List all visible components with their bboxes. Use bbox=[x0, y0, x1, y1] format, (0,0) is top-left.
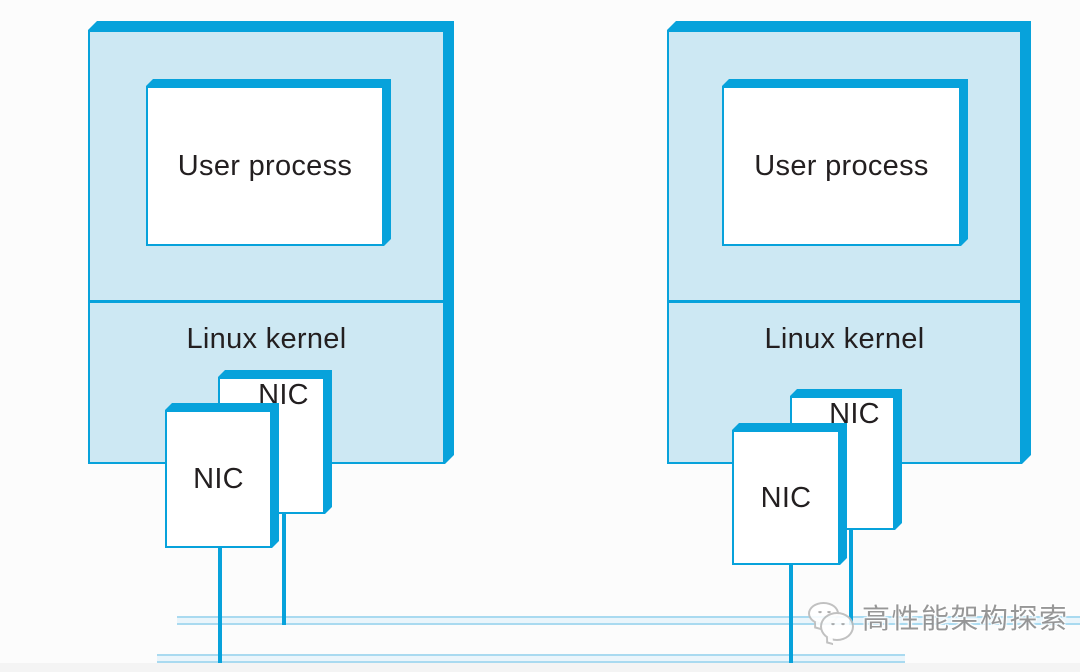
bubble-tail bbox=[825, 635, 834, 646]
kernel-divider-left bbox=[88, 300, 445, 303]
linux-kernel-label-right: Linux kernel bbox=[764, 323, 925, 355]
user-process-box-right: User process bbox=[722, 79, 968, 246]
nic-connector-line-right-back bbox=[849, 524, 853, 625]
nic-connector-line-left-back bbox=[282, 508, 286, 625]
watermark-text: 高性能架构探索 bbox=[862, 603, 1069, 634]
wechat-icon bbox=[806, 599, 860, 647]
linux-kernel-label-left: Linux kernel bbox=[186, 323, 347, 355]
chat-bubble-icon bbox=[820, 612, 854, 641]
user-process-label-left: User process bbox=[177, 150, 353, 182]
nic-connector-line-right-front bbox=[789, 558, 793, 663]
host-machine-left: User process Linux kernel bbox=[88, 21, 454, 464]
kernel-divider-right bbox=[667, 300, 1022, 303]
nic-label-right-front: NIC bbox=[760, 481, 812, 514]
user-process-label-right: User process bbox=[754, 150, 929, 182]
nic-box-right-front: NIC bbox=[732, 423, 847, 565]
nic-label-left-front: NIC bbox=[193, 463, 244, 495]
bottom-edge-strip bbox=[0, 663, 1080, 672]
nic-box-left-front: NIC bbox=[165, 403, 279, 548]
user-process-box-left: User process bbox=[146, 79, 391, 246]
network-bus-lower bbox=[157, 654, 905, 663]
watermark: 高性能架构探索 bbox=[806, 597, 1080, 649]
network-bus-upper bbox=[177, 616, 1080, 625]
nic-connector-line-left-front bbox=[218, 540, 222, 663]
